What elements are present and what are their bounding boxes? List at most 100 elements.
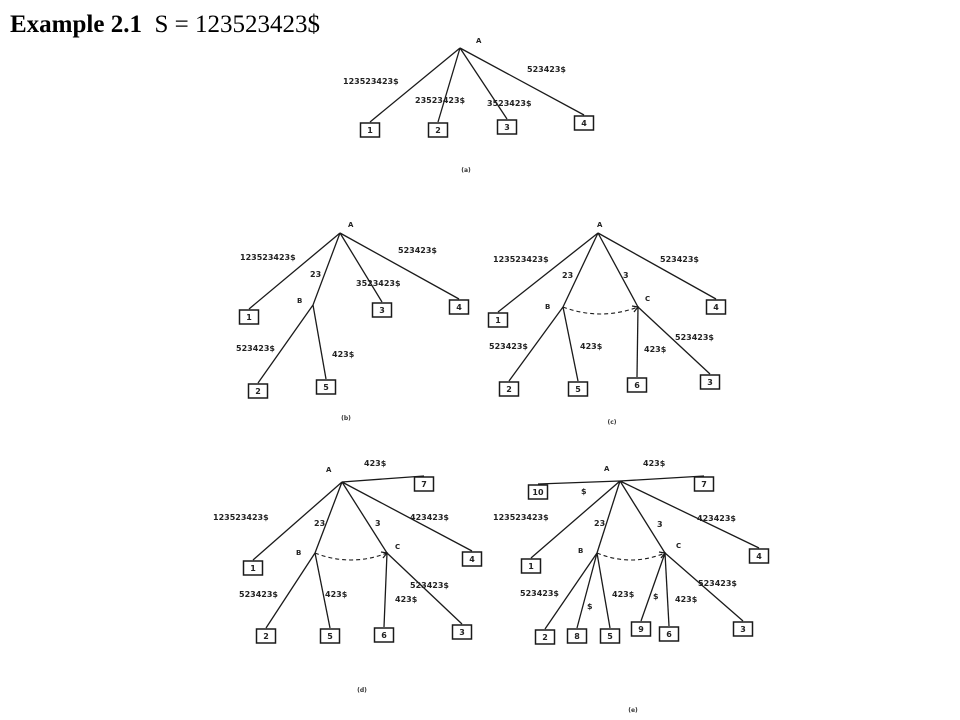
edge-label: $ [587, 602, 593, 611]
edge-label: 523423$ [236, 344, 275, 353]
tree-edge [597, 232, 717, 300]
leaf-box [748, 548, 770, 564]
edge-label: 423423$ [410, 513, 449, 522]
node-label-b: B [578, 547, 583, 555]
leaf-box [461, 551, 483, 567]
suffix-link-arrow-icon [658, 551, 667, 559]
edge-label: 23 [562, 271, 573, 280]
leaf-number: 6 [634, 381, 640, 390]
leaf-box [238, 309, 260, 325]
edge-label: 3 [623, 271, 629, 280]
leaf-number: 3 [459, 628, 465, 637]
tree-edge [312, 232, 341, 306]
edge-label: 123523423$ [493, 513, 549, 522]
leaf-box [732, 621, 754, 637]
leaf-box [630, 621, 652, 637]
leaf-box [448, 299, 470, 315]
leaf-number: 5 [575, 385, 581, 394]
leaf-number: 1 [528, 562, 534, 571]
node-label-c: C [645, 295, 650, 303]
node-label-b: B [296, 549, 301, 557]
edge-label: 23 [594, 519, 605, 528]
tree-edge [248, 232, 341, 310]
leaf-number: 8 [574, 632, 580, 641]
tree-edge [619, 480, 760, 549]
edge-label: 423$ [675, 595, 698, 604]
tree-edge [341, 481, 388, 554]
tree-edge [314, 552, 331, 629]
leaf-box [242, 560, 264, 576]
leaf-number: 5 [323, 383, 329, 392]
node-label-a: A [604, 465, 610, 473]
edge-label: 3523423$ [356, 279, 401, 288]
leaf-box [626, 377, 648, 393]
leaf-number: 10 [532, 488, 544, 497]
edge-label: 3523423$ [487, 99, 532, 108]
tree-edge [640, 552, 666, 622]
edge-label: 423$ [325, 590, 348, 599]
leaf-box [247, 383, 269, 399]
node-label-a: A [476, 37, 482, 45]
tree-edge [636, 306, 639, 378]
node-label-c: C [676, 542, 681, 550]
leaf-box [573, 115, 595, 131]
leaf-box [413, 476, 435, 492]
edge-label: 123523423$ [493, 255, 549, 264]
leaf-number: 4 [456, 303, 462, 312]
leaf-number: 1 [246, 313, 252, 322]
edge-label: 423423$ [697, 514, 736, 523]
tree-edge [530, 480, 621, 559]
edge-label: 423$ [643, 459, 666, 468]
title-formula: S = 123523423$ [154, 11, 320, 38]
leaf-number: 2 [255, 387, 261, 396]
edge-label: 423$ [364, 459, 387, 468]
tree-edge [596, 552, 611, 629]
tree-edge [437, 47, 461, 123]
edge-label: $ [653, 592, 659, 601]
edge-label: 3 [657, 520, 663, 529]
suffix-link-arrow-icon [631, 305, 640, 313]
edge-label: 523423$ [520, 589, 559, 598]
edge-label: 423$ [332, 350, 355, 359]
tree-edge [596, 480, 621, 554]
leaf-box [319, 628, 341, 644]
tree-edge [312, 304, 327, 380]
edge-label: 523423$ [489, 342, 528, 351]
tree-edge [341, 475, 425, 483]
tree-edge [459, 47, 508, 120]
tree-edge [383, 552, 388, 628]
tree-edge [619, 480, 666, 554]
leaf-box [373, 627, 395, 643]
leaf-box [427, 122, 449, 138]
tree-edge [339, 232, 383, 303]
node-label-b: B [297, 297, 302, 305]
leaf-box [520, 558, 542, 574]
leaf-number: 4 [581, 119, 587, 128]
leaf-box [599, 628, 621, 644]
edge-label: 523423$ [675, 333, 714, 342]
tree-edge [664, 552, 670, 627]
leaf-number: 6 [381, 631, 387, 640]
edge-label: 23523423$ [415, 96, 466, 105]
tree-edge [597, 232, 639, 308]
node-label-a: A [597, 221, 603, 229]
tree-edge [314, 481, 343, 554]
suffix-link [562, 306, 639, 315]
edge-label: 523423$ [410, 581, 449, 590]
tree-edge [386, 552, 463, 625]
suffix-link [314, 552, 388, 561]
tree-edge [562, 306, 579, 382]
leaf-box [371, 302, 393, 318]
slide-title: Example 2.1 S = 123523423$ [10, 10, 320, 40]
tree-edge [544, 552, 598, 630]
suffix-link [596, 552, 666, 561]
leaf-box [534, 629, 556, 645]
edge-label: 523423$ [698, 579, 737, 588]
edge-label: 423$ [395, 595, 418, 604]
tree-edge [265, 552, 316, 629]
leaf-number: 2 [506, 385, 512, 394]
tree-edge [537, 480, 621, 485]
